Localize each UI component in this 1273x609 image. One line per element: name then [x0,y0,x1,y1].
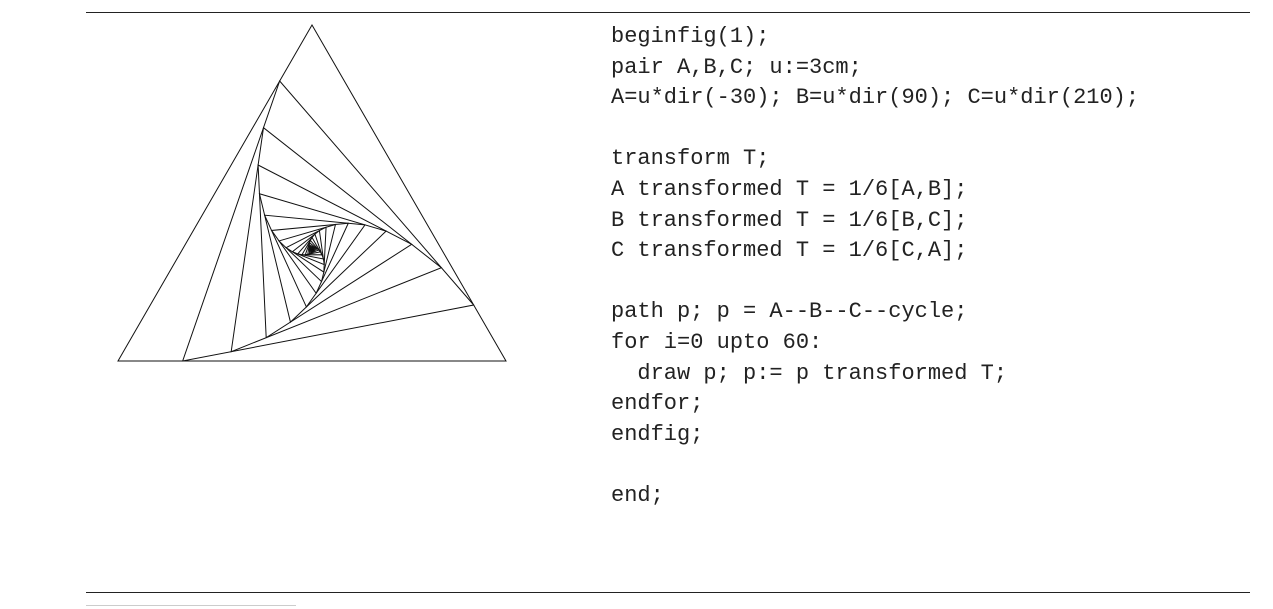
code-line: A transformed T = 1/6[A,B]; [611,176,968,202]
footnote-rule [86,605,296,606]
code-line: path p; p = A--B--C--cycle; [611,299,968,325]
code-line: endfor; [611,391,704,417]
metapost-code-listing: beginfig(1); pair A,B,C; u:=3cm; A=u*dir(-… [611,22,1139,512]
top-rule [86,12,1250,13]
triangle-iteration [117,24,507,362]
code-line [611,267,1139,298]
triangle-iteration [307,241,320,256]
triangle-iteration [278,223,337,283]
code-line: beginfig(1); [611,24,770,49]
code-line [611,450,1139,481]
code-line: B transformed T = 1/6[B,C]; [611,207,968,233]
bottom-rule [86,592,1250,593]
triangle-iteration [285,226,327,273]
triangle-iteration [301,236,323,256]
code-line: end; [611,482,664,508]
code-line: endfig; [611,421,704,447]
code-line: pair A,B,C; u:=3cm; [611,54,862,80]
code-line: draw p; p:= p transformed T; [611,360,1008,386]
code-line: for i=0 upto 60: [611,329,823,355]
code-line: transform T; [611,146,770,172]
triangle-iteration [257,164,413,339]
triangle-iteration [291,229,325,266]
triangle-iteration [296,233,325,260]
triangle-iteration [263,214,366,308]
triangle-iteration [230,126,443,353]
triangle-iteration [258,193,388,324]
triangle-iteration [181,80,475,362]
triangle-iteration [308,243,319,255]
triangle-iteration [270,222,350,295]
triangle-iteration [304,239,322,256]
code-line: A=u*dir(-30); B=u*dir(90); C=u*dir(210); [611,85,1140,111]
spiral-triangle-figure [117,24,507,362]
code-line: C transformed T = 1/6[C,A]; [611,238,968,264]
code-line [611,114,1139,145]
